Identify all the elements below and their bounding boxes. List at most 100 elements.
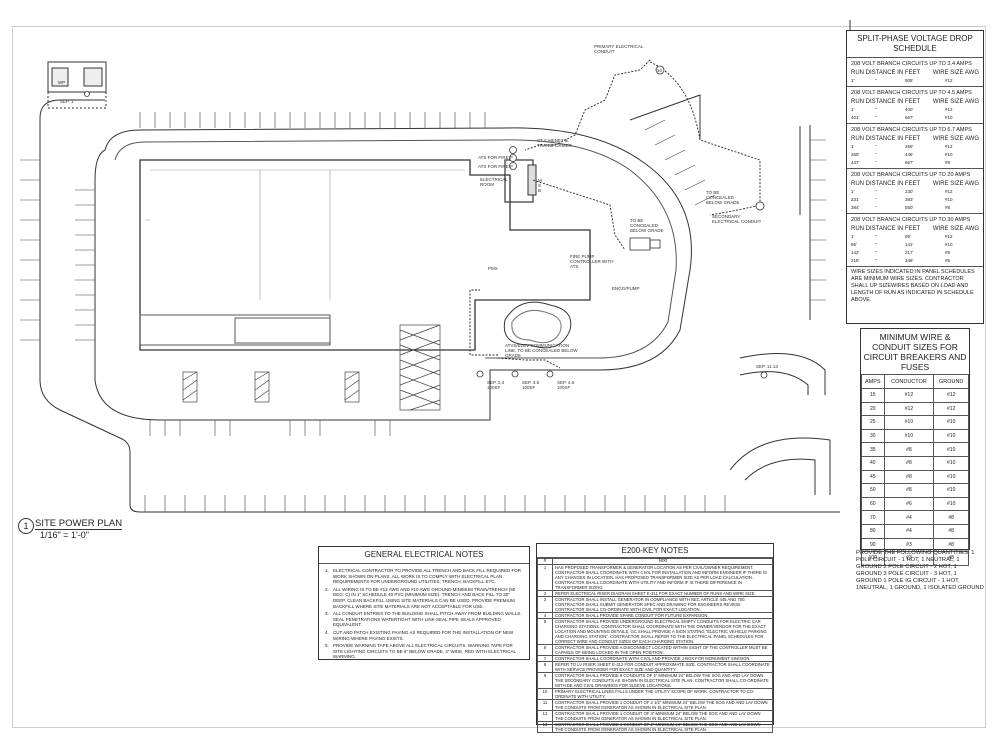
plan-number: 1 bbox=[23, 521, 29, 531]
key-note-text: CONTRACTOR SHALL PROVIDE 8 CONDUITS OF 4… bbox=[552, 672, 773, 689]
voltage-drop-cell: #12 bbox=[945, 107, 953, 112]
min-wire-cell: #12 bbox=[883, 401, 935, 417]
min-wire-header: AMPS bbox=[861, 374, 885, 389]
parking-row-right bbox=[629, 94, 701, 140]
general-notes-title: GENERAL ELECTRICAL NOTES bbox=[319, 547, 529, 564]
min-wire-cell: 30 bbox=[861, 428, 885, 444]
general-note-number: 3. bbox=[325, 611, 329, 617]
voltage-drop-row: 1'"268'#12 bbox=[851, 143, 979, 151]
min-wire-cell: #10 bbox=[933, 483, 969, 498]
voltage-drop-cell: 96' bbox=[851, 242, 857, 247]
voltage-drop-cell: 505' bbox=[905, 78, 914, 83]
sep-a-label: SEP. 2.4 100SF bbox=[487, 380, 505, 390]
min-wire-cell: #10 bbox=[933, 469, 969, 485]
min-wire-cell: 80 bbox=[861, 523, 885, 539]
voltage-drop-cell: 550' bbox=[905, 205, 914, 210]
general-note-number: 4. bbox=[325, 629, 329, 635]
min-wire-cell: #6 bbox=[883, 496, 935, 512]
run-distance-header: RUN DISTANCE IN FEET bbox=[851, 136, 921, 142]
min-wire-cell: 45 bbox=[861, 469, 885, 485]
building-outline bbox=[139, 159, 591, 351]
voltage-drop-cell: 667' bbox=[905, 115, 914, 120]
voltage-drop-cell: #12 bbox=[945, 78, 953, 83]
wire-size-header: WIRE SIZE AWG bbox=[932, 136, 979, 142]
min-wire-cell: #8 bbox=[883, 483, 935, 498]
voltage-drop-row: 96'"141'#10 bbox=[851, 241, 979, 249]
voltage-drop-cell: " bbox=[875, 189, 877, 194]
key-note-number: 11 bbox=[537, 699, 553, 711]
min-wire-cell: 25 bbox=[861, 415, 885, 430]
key-note-number: 5 bbox=[537, 618, 553, 645]
voltage-drop-cell: 1' bbox=[851, 189, 855, 194]
voltage-drop-cell: #10 bbox=[945, 197, 953, 202]
voltage-drop-cell: 383' bbox=[905, 197, 914, 202]
ats-fire-label-2: ATS FOR FIRE P bbox=[478, 164, 513, 169]
plan-scale: 1/16" = 1'-0" bbox=[40, 530, 89, 540]
voltage-drop-cell: " bbox=[875, 107, 877, 112]
general-note-text: ELECTRICAL CONTRACTOR TO PROVIDE ALL TRE… bbox=[333, 568, 521, 585]
key-note-text: REFER TO LV RISER SHEET E-312 FOR CONDUI… bbox=[552, 661, 773, 673]
general-note-item: 3. ALL CONDUIT ENTRIES TO THE BUILDING SH… bbox=[319, 610, 529, 629]
min-wire-cell: #8 bbox=[933, 510, 969, 525]
voltage-drop-cell: 1' bbox=[851, 144, 855, 149]
voltage-drop-cell: 268' bbox=[905, 144, 914, 149]
key-note-number: 9 bbox=[537, 672, 553, 689]
min-wire-cell: #8 bbox=[933, 551, 969, 566]
key-note-text: CONTRACTOR SHALL PROVIDE UNDERGROUND ELE… bbox=[552, 618, 773, 645]
min-wire-quantities: PROVIDE THE FOLLOWING QUANTITIES: 1 POLE… bbox=[856, 550, 984, 591]
voltage-drop-schedule: SPLIT-PHASE VOLTAGE DROP SCHEDULE 208 VO… bbox=[846, 30, 984, 324]
key-note-number: 3 bbox=[537, 596, 553, 613]
voltage-drop-row: 401'"667'#10 bbox=[851, 114, 979, 122]
min-wire-cell: #12 bbox=[933, 401, 969, 417]
run-distance-header: RUN DISTANCE IN FEET bbox=[851, 70, 921, 76]
min-wire-header: GROUND bbox=[933, 374, 969, 389]
transformer-pad bbox=[47, 61, 107, 109]
general-note-item: 2.ALL WIRING IS TO BE #12 AWG AND #10 AW… bbox=[319, 586, 529, 610]
voltage-drop-cell: 446' bbox=[905, 152, 914, 157]
table-row: 50#8#10 bbox=[861, 483, 969, 498]
voltage-drop-cell: 217' bbox=[905, 250, 914, 255]
voltage-drop-cell: #8 bbox=[945, 250, 951, 255]
general-note-text: PROVIDE WARNING TAPE ABOVE ALL ELECTRICA… bbox=[333, 643, 516, 660]
comm-line-label: ATVS/ELEV COMMUNICATION LINE, TO BE CONC… bbox=[505, 343, 578, 358]
table-row: 35#8#10 bbox=[861, 442, 969, 457]
voltage-drop-cell: 95' bbox=[905, 234, 911, 239]
key-note-text: CONTRACTOR SHALL PROVIDE 1 CONDUIT OF 2"… bbox=[552, 721, 773, 733]
concealed-label-1: TO BE CONCEALED BELOW GRADE bbox=[706, 190, 740, 205]
voltage-drop-block-head: 208 VOLT BRANCH CIRCUITS UP TO 6.7 AMPS bbox=[851, 127, 972, 133]
voltage-drop-cell: 1' bbox=[851, 107, 855, 112]
table-row: 70#4#8 bbox=[861, 510, 969, 525]
key-note-text: CONTRACTOR SHALL PROVIDE 1 CONDUIT OF 2 … bbox=[552, 699, 773, 711]
msb-label: M S B bbox=[538, 178, 542, 193]
key-note-text: CONTRACTOR SHALL PROVIDE A DISCONNECT LO… bbox=[552, 644, 773, 656]
pool-outline bbox=[503, 301, 572, 349]
general-note-number: 1. bbox=[325, 568, 329, 573]
voltage-drop-cell: 1' bbox=[851, 78, 855, 83]
sep-c-label: SEP. 4.6 100SF bbox=[557, 380, 575, 390]
voltage-drop-cell: 231' bbox=[851, 197, 860, 202]
voltage-drop-cell: " bbox=[875, 152, 877, 157]
min-wire-cell: #10 bbox=[883, 415, 935, 430]
voltage-drop-cell: " bbox=[875, 205, 877, 210]
voltage-drop-cell: #10 bbox=[945, 242, 953, 247]
table-row: 60#6#10 bbox=[861, 496, 969, 512]
table-row: 45#8#10 bbox=[861, 469, 969, 485]
min-wire-cell: #8 bbox=[883, 455, 935, 471]
table-row: 80#4#8 bbox=[861, 523, 969, 539]
general-note-number: 5. bbox=[325, 643, 329, 649]
key-note-text: REFER ELECTRICAL RISER DIAGRAM SHEET E-3… bbox=[552, 590, 773, 597]
min-wire-cell: #4 bbox=[883, 523, 935, 539]
general-note-text: ALL CONDUIT ENTRIES TO THE BUILDING SHAL… bbox=[333, 611, 522, 628]
voltage-drop-row: 1'"505'#12 bbox=[851, 77, 979, 85]
sep-b-label: SEP. 3.5 100SF bbox=[522, 380, 540, 390]
voltage-drop-cell: #6 bbox=[945, 258, 951, 263]
